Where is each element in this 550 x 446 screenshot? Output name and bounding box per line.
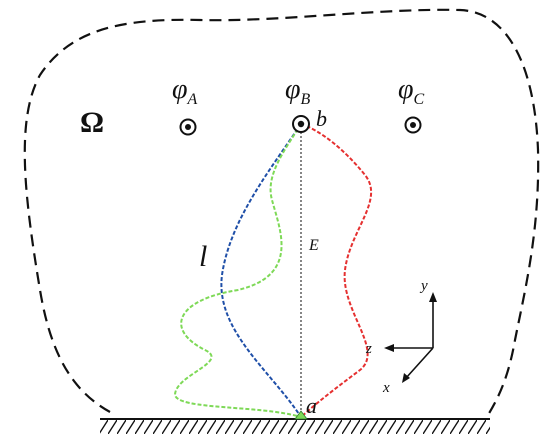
path-label: l [199, 240, 207, 273]
path-blue [220, 123, 302, 418]
axis-label-x: x [382, 380, 390, 396]
point-a-marker [294, 410, 308, 420]
ground-hatch [100, 420, 490, 434]
axis-label-y: y [419, 278, 428, 294]
source-label-b: φB [285, 74, 311, 108]
source-marker-a [179, 118, 197, 136]
path-green [173, 123, 302, 418]
segment-label: E [308, 237, 319, 254]
source-marker-c [404, 116, 422, 134]
domain-label: Ω [80, 106, 104, 139]
axis-label-z: z [365, 341, 372, 357]
domain-boundary [23, 8, 540, 416]
source-marker-b [292, 115, 310, 133]
coordinate-axes [384, 292, 437, 383]
source-label-a: φA [172, 74, 198, 108]
point-label-b: b [316, 106, 327, 131]
point-label-a: a [306, 393, 317, 418]
source-label-c: φC [398, 74, 425, 108]
path-red [300, 123, 372, 418]
